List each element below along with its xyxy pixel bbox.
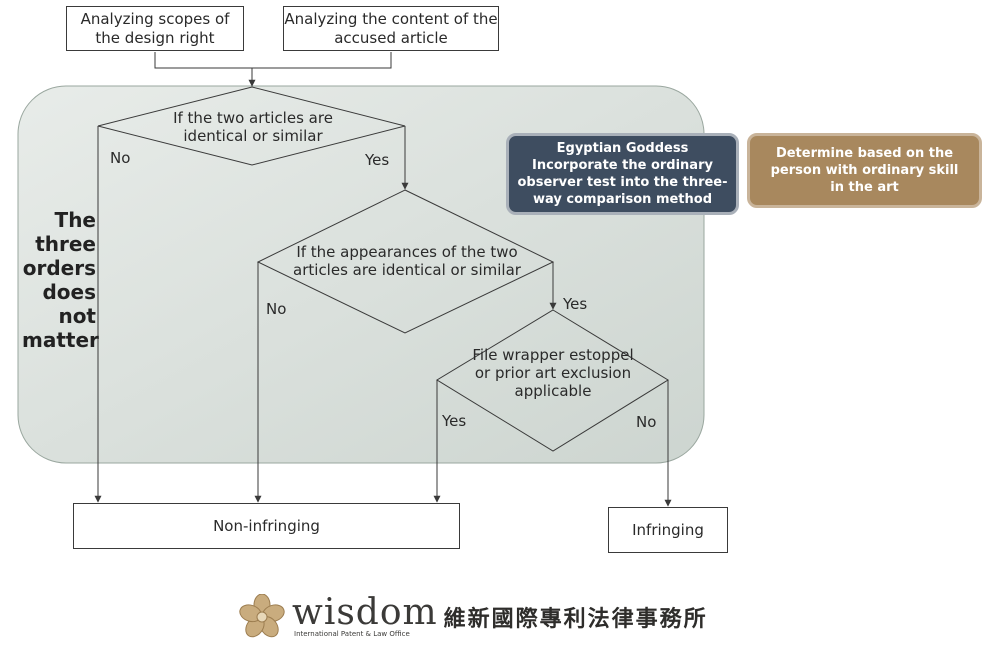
d3-no-label: No	[636, 413, 657, 431]
brand-block: wisdom International Patent & Law Office	[292, 592, 438, 639]
decision-1-label: If the two articles are identical or sim…	[173, 109, 333, 145]
d2-no-label: No	[266, 300, 287, 318]
decision-2-label: If the appearances of the two articles a…	[293, 243, 521, 279]
decision-diamond-1	[97, 86, 406, 166]
d3-yes-label: Yes	[442, 412, 467, 430]
egyptian-goddess-note: Egyptian Goddess Incorporate the ordinar…	[506, 133, 739, 215]
decision-diamond-2	[256, 189, 555, 334]
infringing-label: Infringing	[632, 520, 704, 539]
decision-3-label: File wrapper estoppel or prior art exclu…	[472, 346, 634, 400]
brand-word: wisdom	[292, 592, 438, 633]
order-note: The three orders does not matter	[22, 208, 99, 352]
brand-subtitle: International Patent & Law Office	[294, 630, 410, 638]
content-box: Analyzing the content of the accused art…	[283, 6, 499, 51]
sakura-logo-icon	[239, 594, 285, 638]
ordinary-skill-note: Determine based on the person with ordin…	[747, 133, 982, 208]
non-infringing-box: Non-infringing	[73, 503, 460, 549]
egyptian-goddess-text: Egyptian Goddess Incorporate the ordinar…	[517, 141, 728, 207]
merge-connector	[154, 52, 392, 69]
non-infringing-label: Non-infringing	[213, 516, 320, 535]
decision-diamond-3	[436, 309, 669, 452]
content-box-label: Analyzing the content of the accused art…	[284, 9, 498, 47]
d1-no-label: No	[110, 149, 131, 167]
ordinary-skill-text: Determine based on the person with ordin…	[770, 146, 959, 195]
brand-chinese-name: 維新國際專利法律事務所	[443, 607, 708, 632]
d2-yes-label: Yes	[563, 295, 588, 313]
scopes-box: Analyzing scopes of the design right	[66, 6, 244, 51]
infringing-box: Infringing	[608, 507, 728, 553]
d1-yes-label: Yes	[365, 151, 390, 169]
scopes-box-label: Analyzing scopes of the design right	[80, 9, 230, 47]
wisdom-logo: wisdom International Patent & Law Office…	[236, 594, 708, 640]
